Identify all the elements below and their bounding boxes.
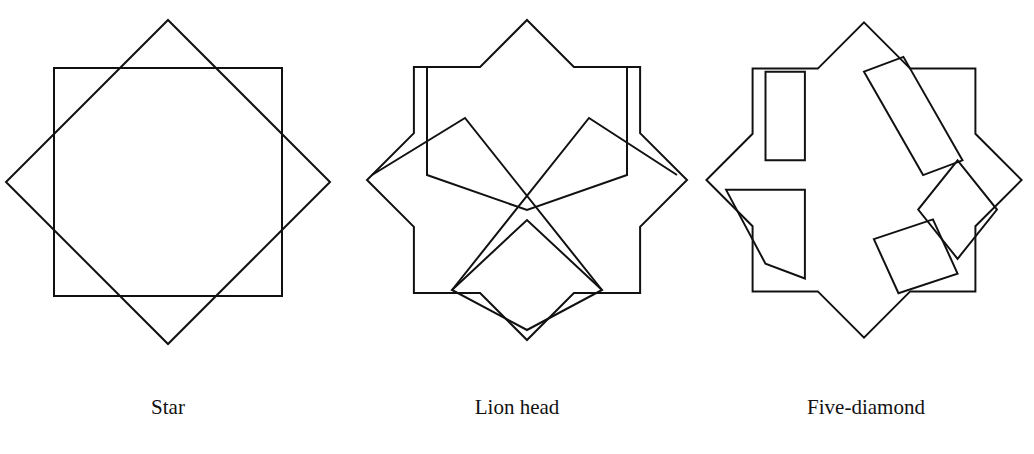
figure-caption: Star [151, 395, 185, 420]
figure-caption: Lion head [475, 395, 560, 420]
five-diamond-figure [706, 22, 1021, 337]
lion-head-figure [367, 20, 687, 340]
figure-caption: Five-diamond [807, 395, 925, 420]
star-figure [6, 20, 330, 344]
